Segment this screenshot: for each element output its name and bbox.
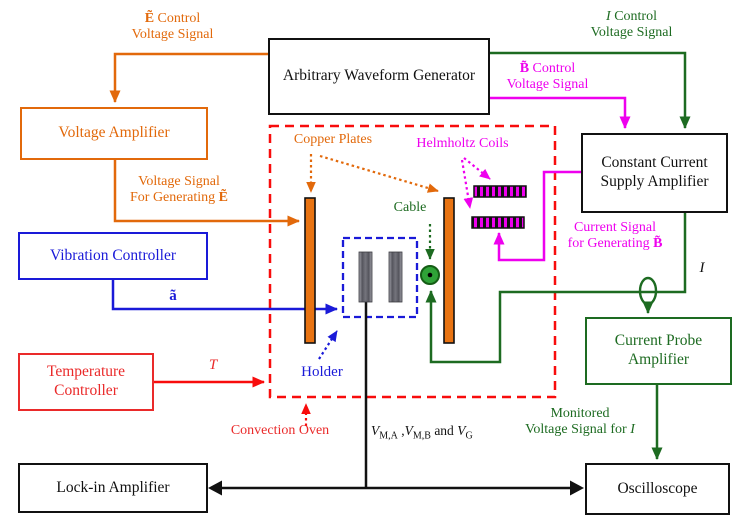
copper-plate-left [304, 197, 316, 344]
box-label-awg: Arbitrary Waveform Generator [282, 67, 476, 85]
bus-arrow-right [570, 480, 584, 496]
label-current-i: I [699, 260, 705, 276]
wire-acceleration [111, 280, 339, 315]
wire-voltage-signal-e [113, 160, 301, 227]
label-monitored-voltage: Monitored Voltage Signal for I [525, 406, 635, 437]
label-helmholtz-coils: Helmholtz Coils [416, 136, 509, 151]
box-vibration-controller: Vibration Controller [18, 232, 208, 280]
box-temperature-controller: Temperature Controller [18, 353, 154, 411]
box-label-voltage-amplifier: Voltage Amplifier [58, 124, 170, 142]
box-label-lockin-amplifier: Lock-in Amplifier [56, 478, 170, 496]
bus-arrow-left [208, 480, 222, 496]
label-temperature: T [208, 357, 218, 373]
box-arbitrary-waveform-generator: Arbitrary Waveform Generator [268, 38, 490, 115]
copper-plate-right [443, 197, 455, 344]
helmholtz-coil-top [473, 185, 527, 198]
label-acceleration: ã [169, 288, 177, 304]
convection-oven-outline [268, 124, 557, 399]
pointer-helmholtz-bottom [460, 159, 474, 209]
box-label-ccsa: Constant Current Supply Amplifier [600, 154, 709, 190]
pointer-helmholtz-top [463, 157, 491, 180]
cable-connector-core [427, 272, 433, 278]
label-convection-oven: Convection Oven [230, 423, 330, 438]
label-b-control: B̃ Control Voltage Signal [506, 61, 589, 92]
box-label-vibration-controller: Vibration Controller [49, 246, 177, 264]
label-measured-voltages: VM,A ,VM,B and VG [371, 423, 473, 442]
pointer-holder [318, 330, 338, 360]
box-voltage-amplifier: Voltage Amplifier [20, 107, 208, 160]
wire-e-control [109, 52, 268, 104]
label-e-control: Ẽ Control Voltage Signal [131, 11, 214, 42]
sample-a [358, 251, 373, 303]
sample-b [388, 251, 403, 303]
label-cable: Cable [393, 200, 427, 215]
box-oscilloscope: Oscilloscope [585, 463, 730, 515]
wire-current-i [425, 213, 687, 364]
helmholtz-coil-bottom [471, 216, 525, 229]
box-label-oscilloscope: Oscilloscope [617, 479, 698, 497]
box-label-temperature-controller: Temperature Controller [46, 363, 126, 399]
pointer-copper-plate-right [319, 154, 439, 193]
label-current-signal-b: Current Signal for Generating B̃ [567, 220, 663, 251]
holder-outline [341, 236, 419, 319]
wire-b-control [490, 96, 631, 130]
label-i-control: I Control Voltage Signal [590, 9, 673, 40]
label-copper-plates: Copper Plates [293, 132, 373, 147]
box-lockin-amplifier: Lock-in Amplifier [18, 463, 208, 513]
label-voltage-signal-e: Voltage Signal For Generating Ẽ [130, 174, 228, 205]
box-current-probe-amplifier: Current Probe Amplifier [585, 317, 732, 385]
box-constant-current-supply-amplifier: Constant Current Supply Amplifier [581, 133, 728, 213]
box-label-current-probe-amplifier: Current Probe Amplifier [614, 332, 703, 368]
wire-current-signal-b [493, 170, 581, 262]
current-probe-clamp [638, 276, 658, 306]
label-holder: Holder [301, 364, 343, 380]
wire-i-control [490, 51, 691, 130]
